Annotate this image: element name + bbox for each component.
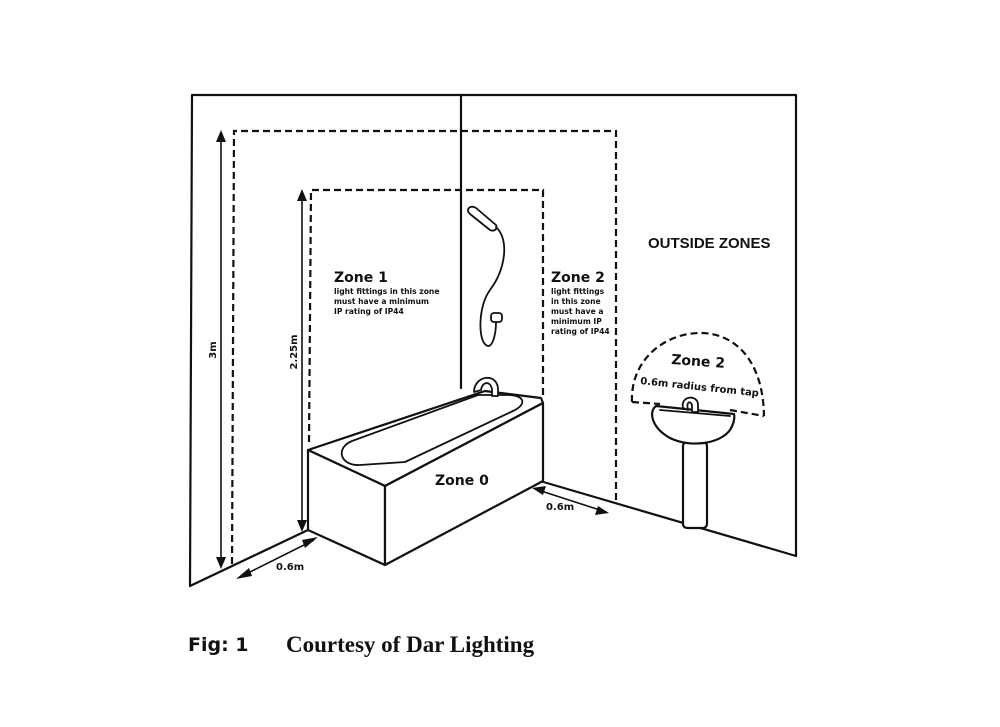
shower [467, 205, 506, 347]
zone2-note-line: must have a [551, 307, 604, 316]
shower-hose [479, 226, 506, 347]
outside-zones-label: OUTSIDE ZONES [648, 235, 771, 252]
dim-label-0.6m-right: 0.6m [546, 502, 574, 513]
zone2-basin-radius-arc [630, 331, 766, 418]
arrow-head [532, 486, 546, 495]
dim-label-3m: 3m [208, 341, 219, 358]
dim-0.6m-left-line [239, 539, 315, 578]
figure-label: Fig: 1 [188, 634, 249, 656]
floor-left-edge [188, 528, 310, 588]
dimension-arrows [216, 130, 609, 579]
basin-tap-icon [681, 396, 699, 413]
bath-tap-icon [473, 377, 499, 397]
arrow-head [297, 520, 307, 532]
left-wall-outline [188, 93, 798, 588]
dim-label-0.6m-left: 0.6m [276, 562, 304, 573]
dim-label-2.25m: 2.25m [289, 334, 300, 369]
basin-inner-rim [659, 409, 731, 417]
zone1-note-line: light fittings in this zone [334, 287, 439, 296]
room-walls [188, 93, 798, 588]
dim-0.6m-right-line [534, 488, 607, 513]
zone2-basin-title: Zone 2 [671, 352, 726, 372]
bath-basin-inner [340, 394, 524, 466]
zone2-note-line: light fittings [551, 287, 605, 296]
basin-pedestal [681, 440, 709, 530]
shower-head-icon [467, 205, 498, 232]
bathtub [306, 377, 545, 567]
arrow-head [216, 130, 226, 142]
zone2-note-line: minimum IP [551, 317, 602, 326]
zone1-boundary [307, 188, 545, 443]
zone1-note-line: must have a minimum [334, 297, 429, 306]
bath-side-panel [383, 401, 545, 567]
zone2-note-line: in this zone [551, 297, 601, 306]
arrow-head [302, 537, 318, 548]
arrow-head [216, 557, 226, 569]
zone0-title: Zone 0 [435, 473, 489, 489]
wash-basin [651, 396, 736, 530]
arrow-head [236, 568, 252, 579]
zone2-shower-title: Zone 2 [551, 270, 605, 286]
zone2-note-line: rating of IP44 [551, 327, 610, 336]
zone1-note-line: IP rating of IP44 [334, 307, 404, 316]
zone1-title: Zone 1 [334, 270, 388, 286]
zone2-basin-note: 0.6m radius from tap [640, 376, 760, 399]
shower-valve-icon [490, 312, 503, 323]
figure-credit: Courtesy of Dar Lighting [286, 632, 535, 657]
arrow-head [297, 189, 307, 201]
floor-right-edge [538, 479, 798, 558]
arrow-head [595, 506, 609, 515]
